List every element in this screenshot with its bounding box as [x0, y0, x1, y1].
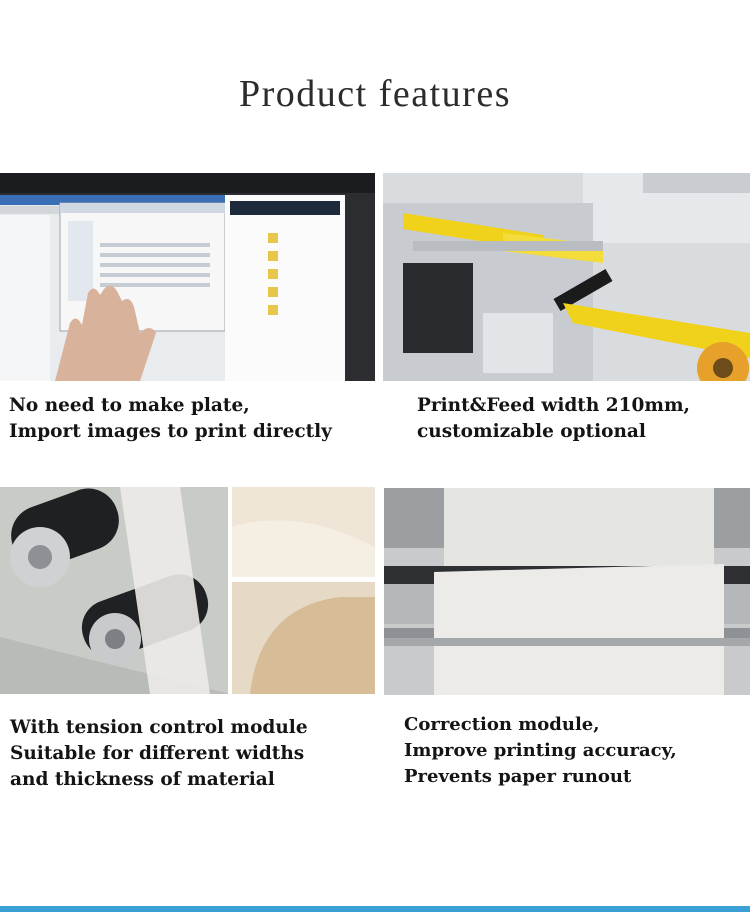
paper-correction-photo: [384, 488, 750, 695]
tension-roller-photo: [0, 487, 375, 694]
feature-caption-4: Correction module, Improve printing accu…: [404, 714, 677, 787]
bottom-accent-line: [0, 906, 750, 912]
page-title: Product features: [239, 73, 511, 115]
feature-caption-2: Print&Feed width 210mm, customizable opt…: [417, 395, 690, 442]
feature-caption-1: No need to make plate, Import images to …: [9, 395, 332, 442]
feature-caption-3: With tension control module Suitable for…: [10, 717, 308, 790]
monitor-software-photo: [0, 173, 375, 381]
yellow-label-feeder-photo: [383, 173, 750, 381]
